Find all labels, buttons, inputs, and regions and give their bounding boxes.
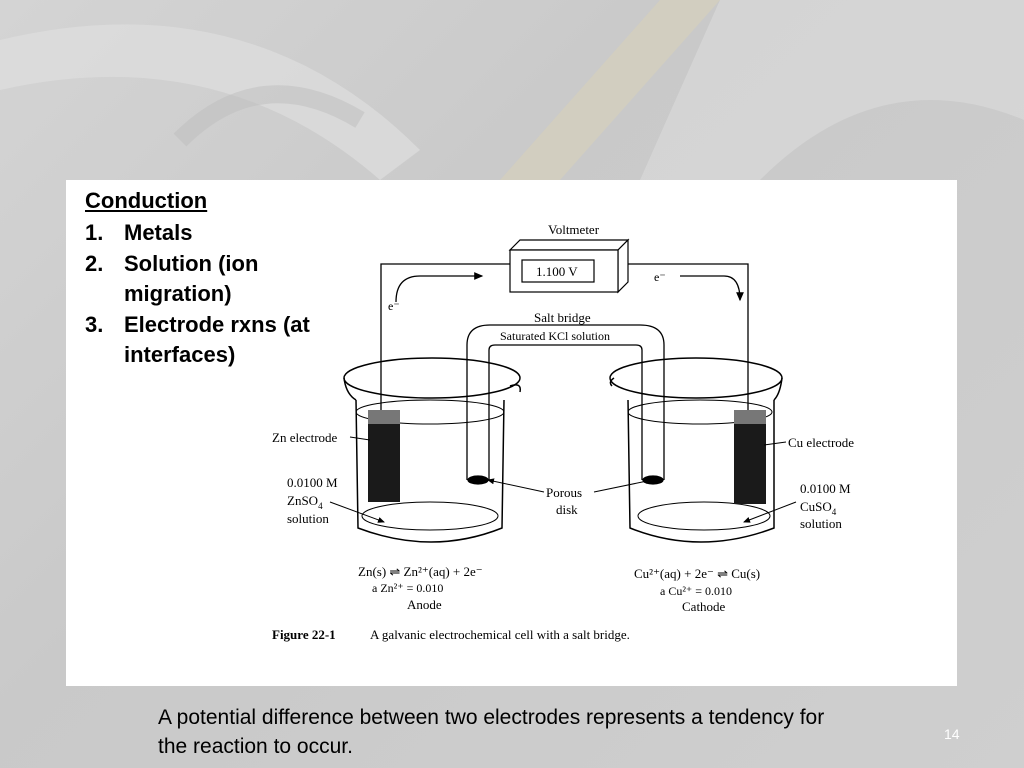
zn-salt: ZnSO4 bbox=[287, 493, 323, 511]
porous-disk-label-2: disk bbox=[556, 502, 578, 517]
figure-caption-label: Figure 22-1 bbox=[272, 627, 336, 642]
electron-label-right: e⁻ bbox=[654, 270, 666, 284]
zn-electrode bbox=[368, 410, 400, 502]
zn-concentration: 0.0100 M bbox=[287, 475, 338, 490]
anode-reaction: Zn(s) ⇌ Zn²⁺(aq) + 2e⁻ bbox=[358, 564, 483, 579]
salt-bridge bbox=[466, 324, 665, 485]
list-item-number: 3. bbox=[85, 311, 104, 337]
list-item-number: 2. bbox=[85, 250, 104, 276]
notes-heading: Conduction bbox=[85, 188, 208, 213]
cathode-reaction: Cu²⁺(aq) + 2e⁻ ⇌ Cu(s) bbox=[634, 566, 760, 581]
list-item-text: Solution (ion migration) bbox=[124, 250, 259, 307]
cu-salt: CuSO4 bbox=[800, 499, 837, 517]
list-item-text: Electrode rxns (at interfaces) bbox=[124, 311, 310, 368]
cu-concentration: 0.0100 M bbox=[800, 481, 851, 496]
list-item: 1. Metals bbox=[85, 218, 324, 249]
cu-electrode bbox=[734, 410, 766, 504]
voltmeter bbox=[508, 238, 630, 294]
figure-caption-text: A galvanic electrochemical cell with a s… bbox=[370, 627, 630, 642]
right-beaker bbox=[609, 357, 783, 543]
list-item-number: 1. bbox=[85, 220, 104, 245]
voltmeter-label: Voltmeter bbox=[548, 222, 600, 237]
cathode-label: Cathode bbox=[682, 599, 726, 614]
salt-bridge-solution-label: Saturated KCl solution bbox=[500, 329, 610, 343]
cu-solution-label: solution bbox=[800, 516, 842, 531]
salt-bridge-label: Salt bridge bbox=[534, 310, 591, 325]
slide-number: 14 bbox=[944, 726, 960, 742]
zn-electrode-label: Zn electrode bbox=[272, 430, 338, 445]
anode-label: Anode bbox=[407, 597, 442, 612]
zn-solution-label: solution bbox=[287, 511, 329, 526]
notes-list: 1. Metals 2. Solution (ion migration) 3. El… bbox=[85, 218, 324, 371]
slide-caption: A potential difference between two elect… bbox=[158, 706, 825, 758]
list-item-text: Metals bbox=[124, 220, 193, 245]
label-pointers bbox=[329, 436, 797, 523]
porous-disk-label-1: Porous bbox=[546, 485, 582, 500]
conduction-notes: Conduction 1. Metals 2. Solution (ion migr… bbox=[85, 188, 324, 371]
electron-label-left: e⁻ bbox=[388, 299, 400, 313]
left-beaker bbox=[343, 357, 522, 543]
anode-activity: a Zn²⁺ = 0.010 bbox=[372, 581, 443, 595]
list-item: 2. Solution (ion migration) bbox=[85, 249, 324, 310]
cu-electrode-label: Cu electrode bbox=[788, 435, 854, 450]
cathode-activity: a Cu²⁺ = 0.010 bbox=[660, 584, 732, 598]
list-item: 3. Electrode rxns (at interfaces) bbox=[85, 310, 324, 371]
voltmeter-reading: 1.100 V bbox=[536, 264, 578, 279]
